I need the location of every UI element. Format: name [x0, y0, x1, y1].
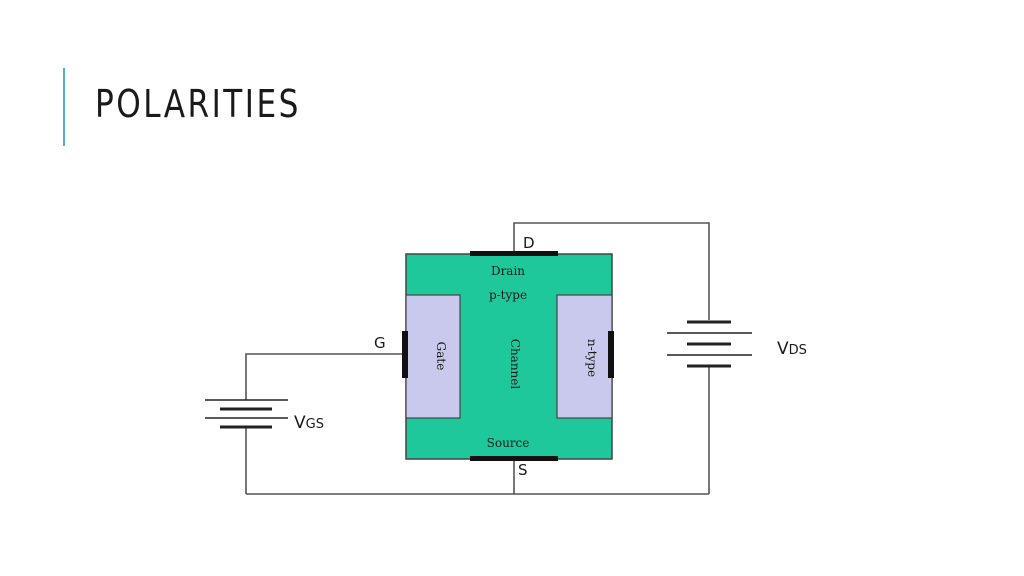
gate-left-label: Gate [434, 342, 448, 371]
vds-label-main: V [777, 339, 789, 359]
channel-label: Channel [508, 339, 522, 390]
vgs-label: VGS [294, 413, 324, 433]
gate-terminal-label: G [374, 334, 386, 352]
gate-region-right [556, 294, 613, 419]
source-terminal-label: S [518, 461, 528, 479]
slide-title: POLARITIES [95, 82, 301, 126]
vds-label-subscript: DS [789, 343, 807, 358]
vgs-label-main: V [294, 413, 306, 433]
drain-terminal-label: D [523, 234, 535, 252]
circuit-wires [245, 222, 710, 495]
gate-wire [245, 353, 402, 400]
channel-type-label: p-type [489, 288, 527, 302]
vgs-label-subscript: GS [306, 417, 324, 432]
drain-contact [470, 251, 558, 256]
gate-contact-left [402, 331, 408, 378]
source-region-label: Source [487, 436, 530, 450]
title-accent-bar [63, 68, 65, 146]
source-contact [470, 456, 558, 461]
drain-region-label: Drain [491, 264, 525, 278]
vds-label: VDS [777, 339, 807, 359]
gate-region-left [405, 294, 461, 419]
vds-battery-symbol [667, 320, 752, 368]
gate-contact-right [608, 331, 614, 378]
drain-wire [513, 222, 710, 320]
vgs-battery-symbol [205, 399, 288, 429]
gate-right-label: n-type [585, 339, 599, 377]
